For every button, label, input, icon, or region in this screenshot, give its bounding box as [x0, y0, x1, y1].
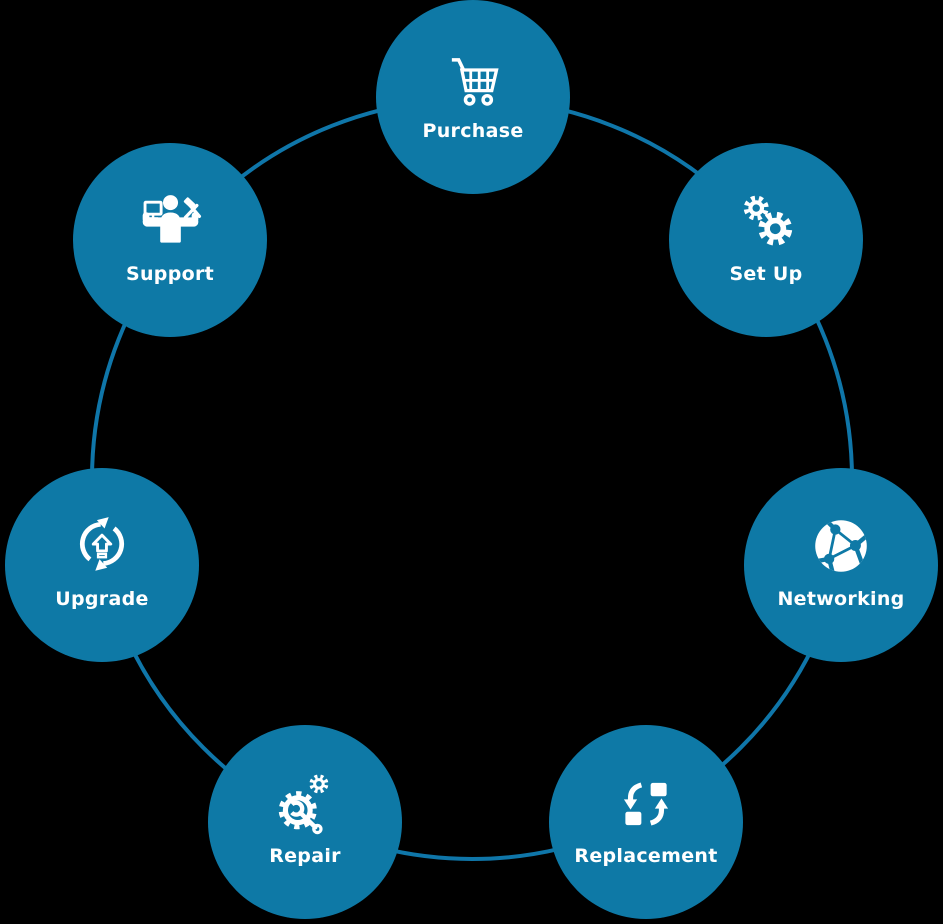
node-support: Support	[73, 143, 267, 337]
network-globe-icon	[815, 520, 867, 572]
gears-icon	[743, 195, 793, 246]
node-replacement: Replacement	[549, 725, 743, 919]
node-networking: Networking	[744, 468, 938, 662]
sync-upload-icon	[79, 517, 125, 571]
node-label-setup: Set Up	[729, 263, 803, 285]
node-setup: Set Up	[669, 143, 863, 337]
technician-icon	[142, 195, 202, 243]
gear-wrench-icon	[278, 774, 329, 835]
swap-arrows-icon	[623, 782, 669, 826]
node-label-support: Support	[125, 263, 215, 285]
node-label-upgrade: Upgrade	[55, 588, 149, 610]
node-label-replacement: Replacement	[574, 845, 718, 867]
shopping-cart-icon	[451, 58, 499, 106]
node-label-networking: Networking	[777, 588, 905, 610]
node-purchase: Purchase	[376, 0, 570, 194]
node-label-repair: Repair	[269, 845, 341, 867]
node-repair: Repair	[208, 725, 402, 919]
node-label-purchase: Purchase	[422, 120, 524, 142]
node-upgrade: Upgrade	[5, 468, 199, 662]
